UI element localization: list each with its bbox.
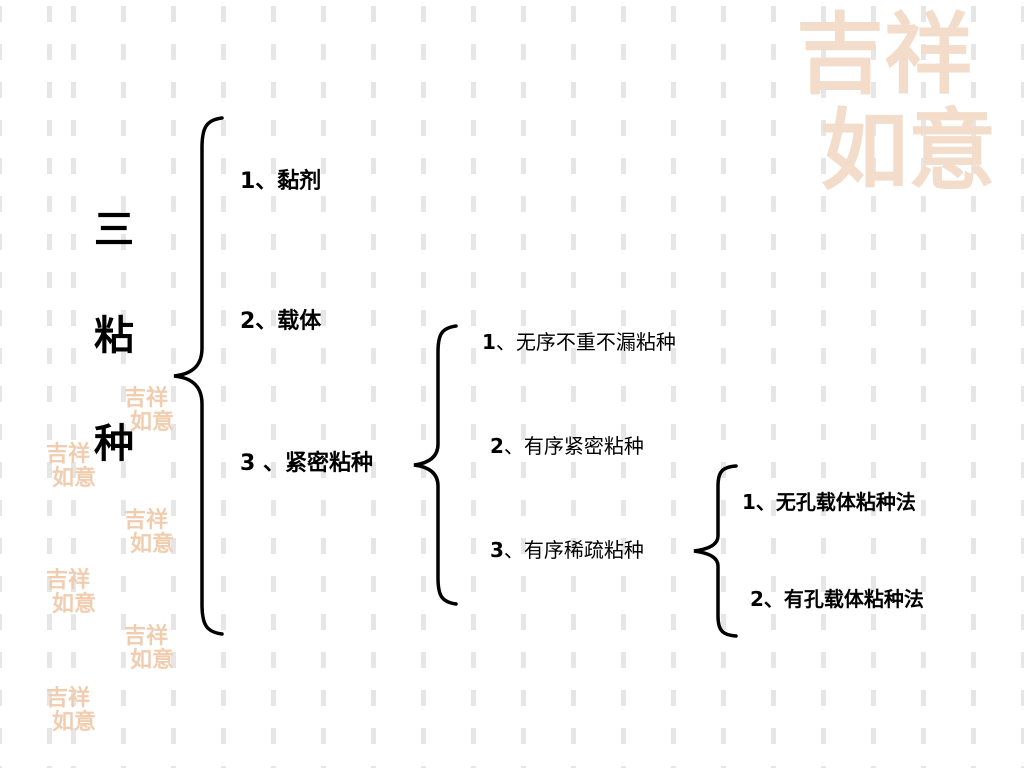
title-char: 三 xyxy=(94,207,134,253)
method-unordered: 1、无序不重不漏粘种 xyxy=(482,330,676,354)
auspicious-seal-icon: 吉祥 如意 xyxy=(124,385,175,435)
method-ordered-dense: 2、有序紧密粘种 xyxy=(490,434,644,458)
seal-text-top: 吉祥 xyxy=(796,2,973,106)
seal-text-bottom: 如意 xyxy=(820,98,997,202)
auspicious-seal-icon: 吉祥 如意 xyxy=(124,507,175,557)
auspicious-seal-icon: 吉祥 如意 xyxy=(46,567,97,617)
auspicious-seal-icon: 吉祥 如意 xyxy=(790,6,1022,221)
auspicious-seal-icon: 吉祥 如意 xyxy=(46,441,97,491)
category-carrier: 2、载体 xyxy=(240,309,322,334)
category-tight-seeding: 3 、紧密粘种 xyxy=(240,451,373,476)
method-ordered-sparse: 3、有序稀疏粘种 xyxy=(490,538,644,562)
sparse-method-nonporous: 1、无孔载体粘种法 xyxy=(742,490,916,514)
category-adhesive: 1、黏剂 xyxy=(240,169,322,194)
title-char: 种 xyxy=(94,421,134,467)
main-brace xyxy=(173,116,224,636)
auspicious-seal-icon: 吉祥 如意 xyxy=(46,685,97,735)
auspicious-seal-icon: 吉祥 如意 xyxy=(124,623,175,673)
sparse-brace xyxy=(693,464,738,638)
method-brace xyxy=(413,324,458,606)
sparse-method-porous: 2、有孔载体粘种法 xyxy=(750,587,924,611)
title-char: 粘 xyxy=(94,313,134,359)
